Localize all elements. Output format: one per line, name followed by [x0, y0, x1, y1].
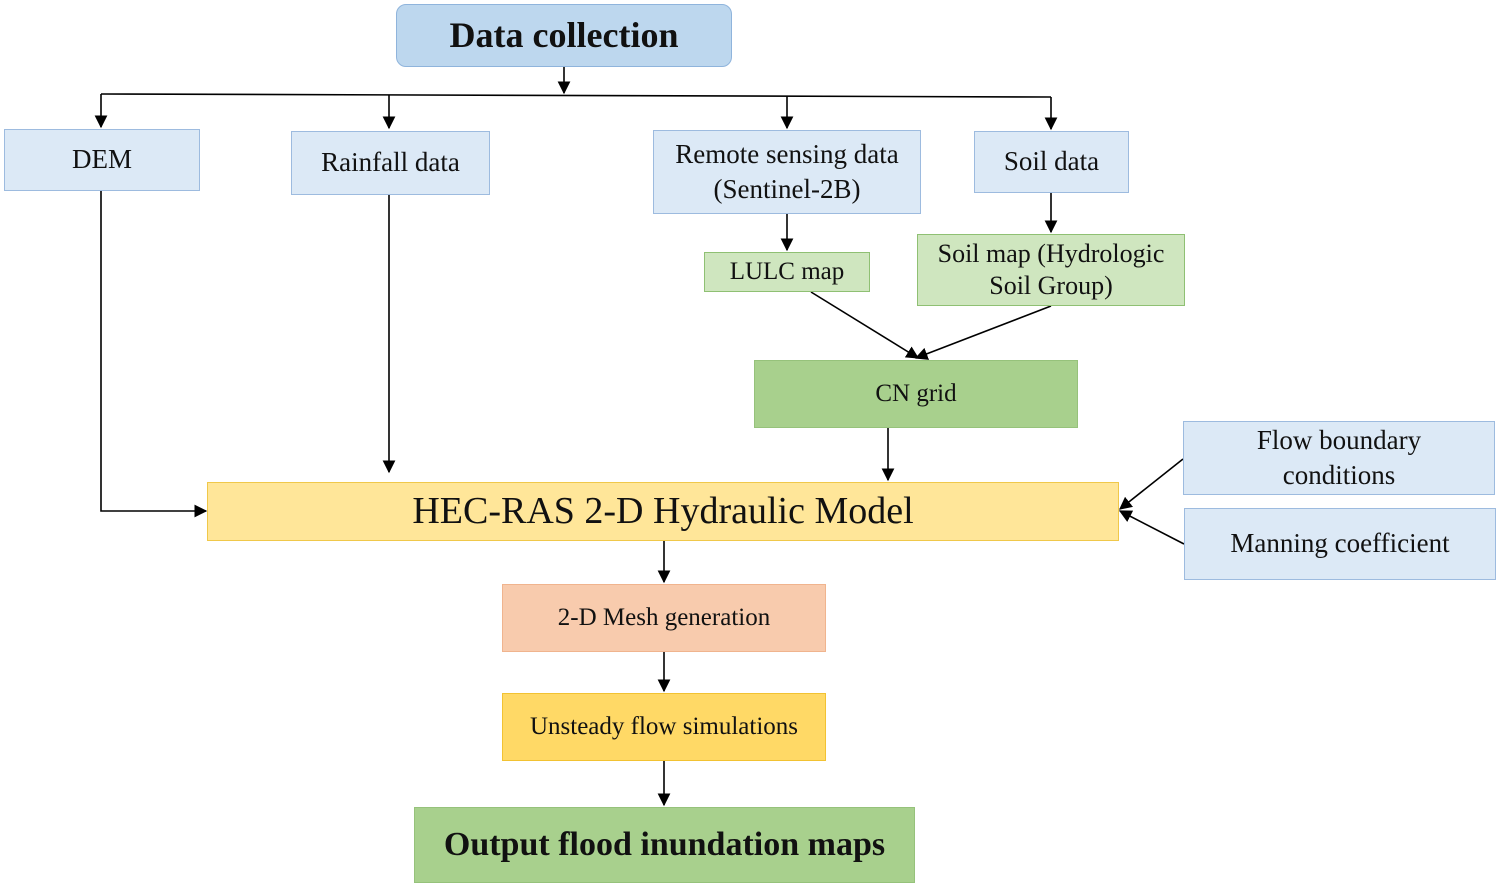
arrow-lulc-to-cn — [810, 291, 920, 359]
distribution-bus — [100, 93, 1052, 98]
lulc-map-box: LULC map — [704, 252, 870, 292]
remote-sensing-label-line2: (Sentinel-2B) — [713, 174, 861, 204]
dem-box: DEM — [4, 129, 200, 191]
arrow-soilmap-to-cn — [914, 305, 1052, 360]
flow-boundary-label-line1: Flow boundary — [1256, 424, 1422, 455]
lulc-map-label: LULC map — [729, 257, 845, 285]
arrow-manning-to-hecras — [1118, 510, 1185, 545]
soil-data-label: Soil data — [1003, 146, 1100, 177]
hecras-model-box: HEC-RAS 2-D Hydraulic Model — [207, 482, 1119, 541]
mesh-generation-label: 2-D Mesh generation — [557, 603, 771, 631]
output-maps-label: Output flood inundation maps — [443, 825, 886, 863]
data-collection-box: Data collection — [396, 4, 732, 67]
remote-sensing-label-line1: Remote sensing data — [675, 138, 899, 169]
soil-data-box: Soil data — [974, 131, 1129, 193]
data-collection-label: Data collection — [449, 15, 679, 56]
cn-grid-label: CN grid — [875, 379, 957, 407]
remote-sensing-box: Remote sensing data (Sentinel-2B) — [653, 130, 921, 214]
flow-boundary-box: Flow boundary conditions — [1183, 421, 1495, 495]
cn-grid-box: CN grid — [754, 360, 1078, 428]
mesh-generation-box: 2-D Mesh generation — [502, 584, 826, 652]
output-maps-box: Output flood inundation maps — [414, 807, 915, 883]
arrow-flowboundary-to-hecras — [1118, 458, 1184, 510]
hecras-model-label: HEC-RAS 2-D Hydraulic Model — [412, 489, 914, 532]
soil-map-label-line1: Soil map (Hydrologic — [937, 238, 1165, 268]
arrow-dem-to-hecras — [100, 191, 208, 518]
manning-coefficient-label: Manning coefficient — [1230, 528, 1450, 559]
manning-coefficient-box: Manning coefficient — [1184, 508, 1496, 580]
dem-label: DEM — [72, 144, 132, 175]
soil-map-box: Soil map (Hydrologic Soil Group) — [917, 234, 1185, 306]
soil-map-label-line2: Soil Group) — [989, 271, 1113, 300]
unsteady-flow-box: Unsteady flow simulations — [502, 693, 826, 761]
unsteady-flow-label: Unsteady flow simulations — [529, 712, 799, 740]
rainfall-data-label: Rainfall data — [321, 147, 460, 178]
rainfall-data-box: Rainfall data — [291, 131, 490, 195]
flow-boundary-label-line2: conditions — [1282, 460, 1396, 490]
